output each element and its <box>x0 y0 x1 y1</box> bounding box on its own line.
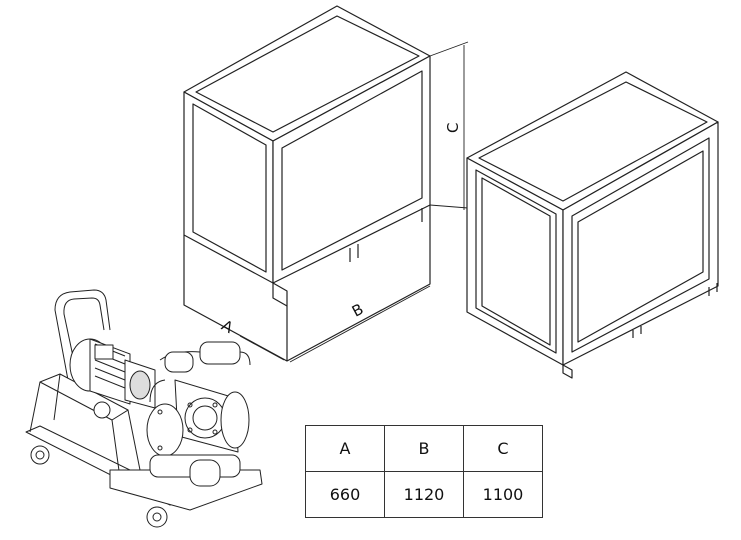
table-value-row: 660 1120 1100 <box>305 471 543 518</box>
dimension-label-a: A <box>218 316 236 337</box>
value-a: 660 <box>305 471 385 518</box>
value-c: 1100 <box>463 471 543 518</box>
header-a: A <box>305 425 385 472</box>
dimension-label-c: C <box>444 123 462 133</box>
pump-cart <box>25 289 263 528</box>
dimensions-table: A B C 660 1120 1100 <box>305 425 543 518</box>
open-crate <box>183 5 431 362</box>
table-header-row: A B C <box>305 425 543 472</box>
value-b: 1120 <box>384 471 464 518</box>
dimension-lines <box>239 41 469 363</box>
header-b: B <box>384 425 464 472</box>
dimension-label-b: B <box>349 300 367 321</box>
header-c: C <box>463 425 543 472</box>
closed-crate <box>466 71 719 379</box>
